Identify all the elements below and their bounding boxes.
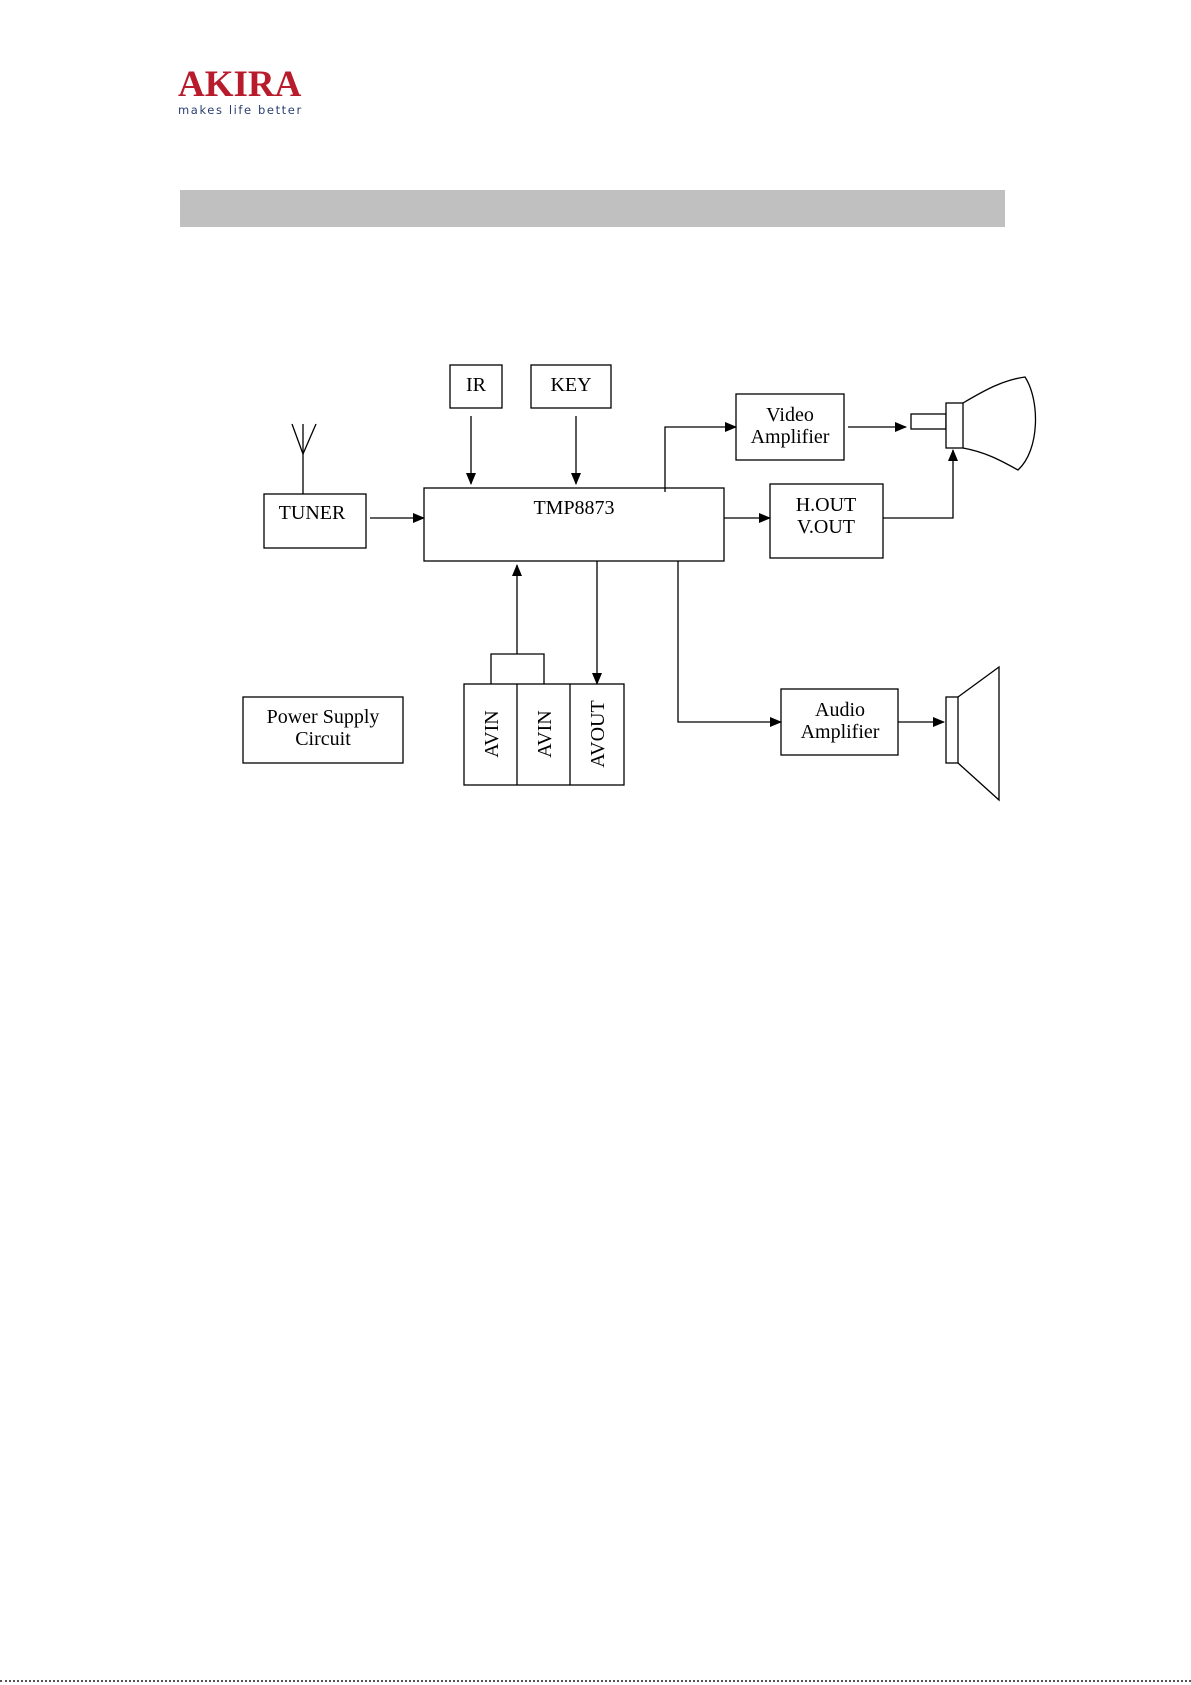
key-block: KEY (531, 365, 611, 408)
tuner-label: TUNER (279, 502, 346, 524)
video-amplifier-block: Video Amplifier (736, 394, 844, 460)
video-amp-label-2: Amplifier (751, 426, 830, 448)
h-out-label: H.OUT (796, 494, 857, 516)
av-in-2-label: AVIN (534, 710, 556, 757)
power-supply-label-2: Circuit (295, 728, 351, 750)
v-out-label: V.OUT (797, 516, 855, 538)
audio-amplifier-block: Audio Amplifier (781, 689, 898, 755)
av-in-1-label: AVIN (481, 710, 503, 757)
av-out-label: AVOUT (587, 700, 609, 767)
tuner-block: TUNER (264, 494, 366, 548)
key-label: KEY (550, 374, 591, 396)
main-ic-label: TMP8873 (533, 497, 614, 519)
ir-block: IR (450, 365, 502, 408)
ir-label: IR (466, 374, 487, 396)
av-connector-block: AVIN AVIN AVOUT (464, 684, 624, 785)
video-amp-label-1: Video (766, 404, 814, 426)
page-bottom-border (0, 1680, 1191, 1682)
speaker-icon (946, 667, 999, 800)
crt-tube-icon (911, 377, 1035, 470)
audio-amp-label-2: Amplifier (801, 721, 880, 743)
power-supply-label-1: Power Supply (267, 706, 380, 728)
deflection-block: H.OUT V.OUT (770, 484, 883, 558)
main-ic-block: TMP8873 (424, 488, 724, 561)
signal-connections (370, 416, 953, 722)
audio-amp-label-1: Audio (815, 699, 865, 721)
antenna-icon (292, 424, 316, 494)
power-supply-block: Power Supply Circuit (243, 697, 403, 763)
